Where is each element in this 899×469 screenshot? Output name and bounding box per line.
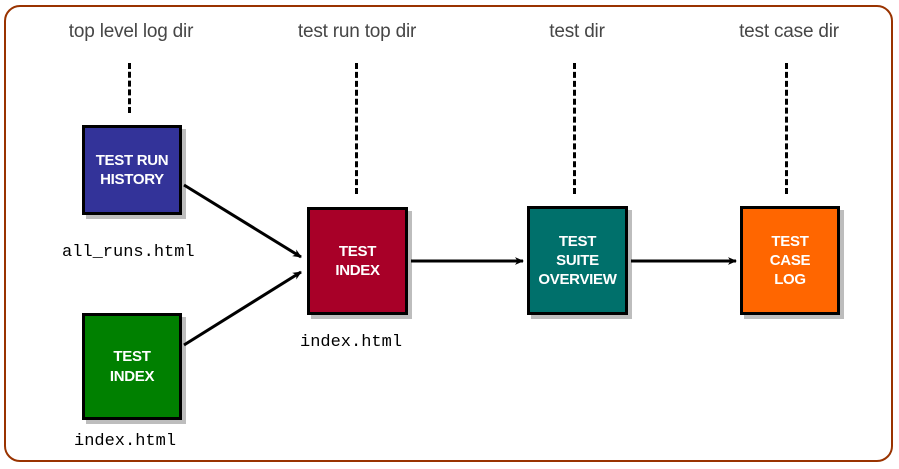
guide-line-test-dir [573,63,576,194]
node-label-line: SUITE [556,251,599,269]
node-label-line: TEST [338,242,377,260]
file-label-index-html-red: index.html [300,333,403,352]
node-test-case-log[interactable]: TEST CASE LOG [740,206,840,315]
node-test-index-green[interactable]: TEST INDEX [82,313,182,420]
column-header-test-run-top-dir: test run top dir [297,21,417,42]
guide-line-top-level-log-dir [128,63,131,113]
node-label-line: HISTORY [100,171,164,188]
column-header-test-dir: test dir [549,21,605,42]
arrow-history-to-index [183,183,302,259]
node-label-line: TEST [113,348,151,366]
column-header-test-case-dir: test case dir [739,21,839,42]
column-header-top-level-log-dir: top level log dir [68,21,194,42]
arrow-green-index-to-index [183,270,302,347]
file-label-index-html-green: index.html [74,432,177,451]
node-label-line: INDEX [335,262,380,279]
node-test-run-history[interactable]: TEST RUN HISTORY [82,125,182,215]
guide-line-test-case-dir [785,63,788,194]
node-label-line: OVERVIEW [538,271,617,289]
node-test-suite-overview[interactable]: TEST SUITE OVERVIEW [527,206,628,315]
file-label-all-runs-html: all_runs.html [62,243,195,262]
node-label-line: CASE [769,251,811,269]
node-label-line: INDEX [109,367,155,385]
node-label-line: TEST RUN [95,151,169,169]
node-test-index-red[interactable]: TEST INDEX [307,207,408,315]
node-label-line: TEST [558,232,597,250]
guide-line-test-run-top-dir [355,63,358,194]
node-label-line: LOG [774,271,806,289]
node-label-line: TEST [771,232,809,250]
